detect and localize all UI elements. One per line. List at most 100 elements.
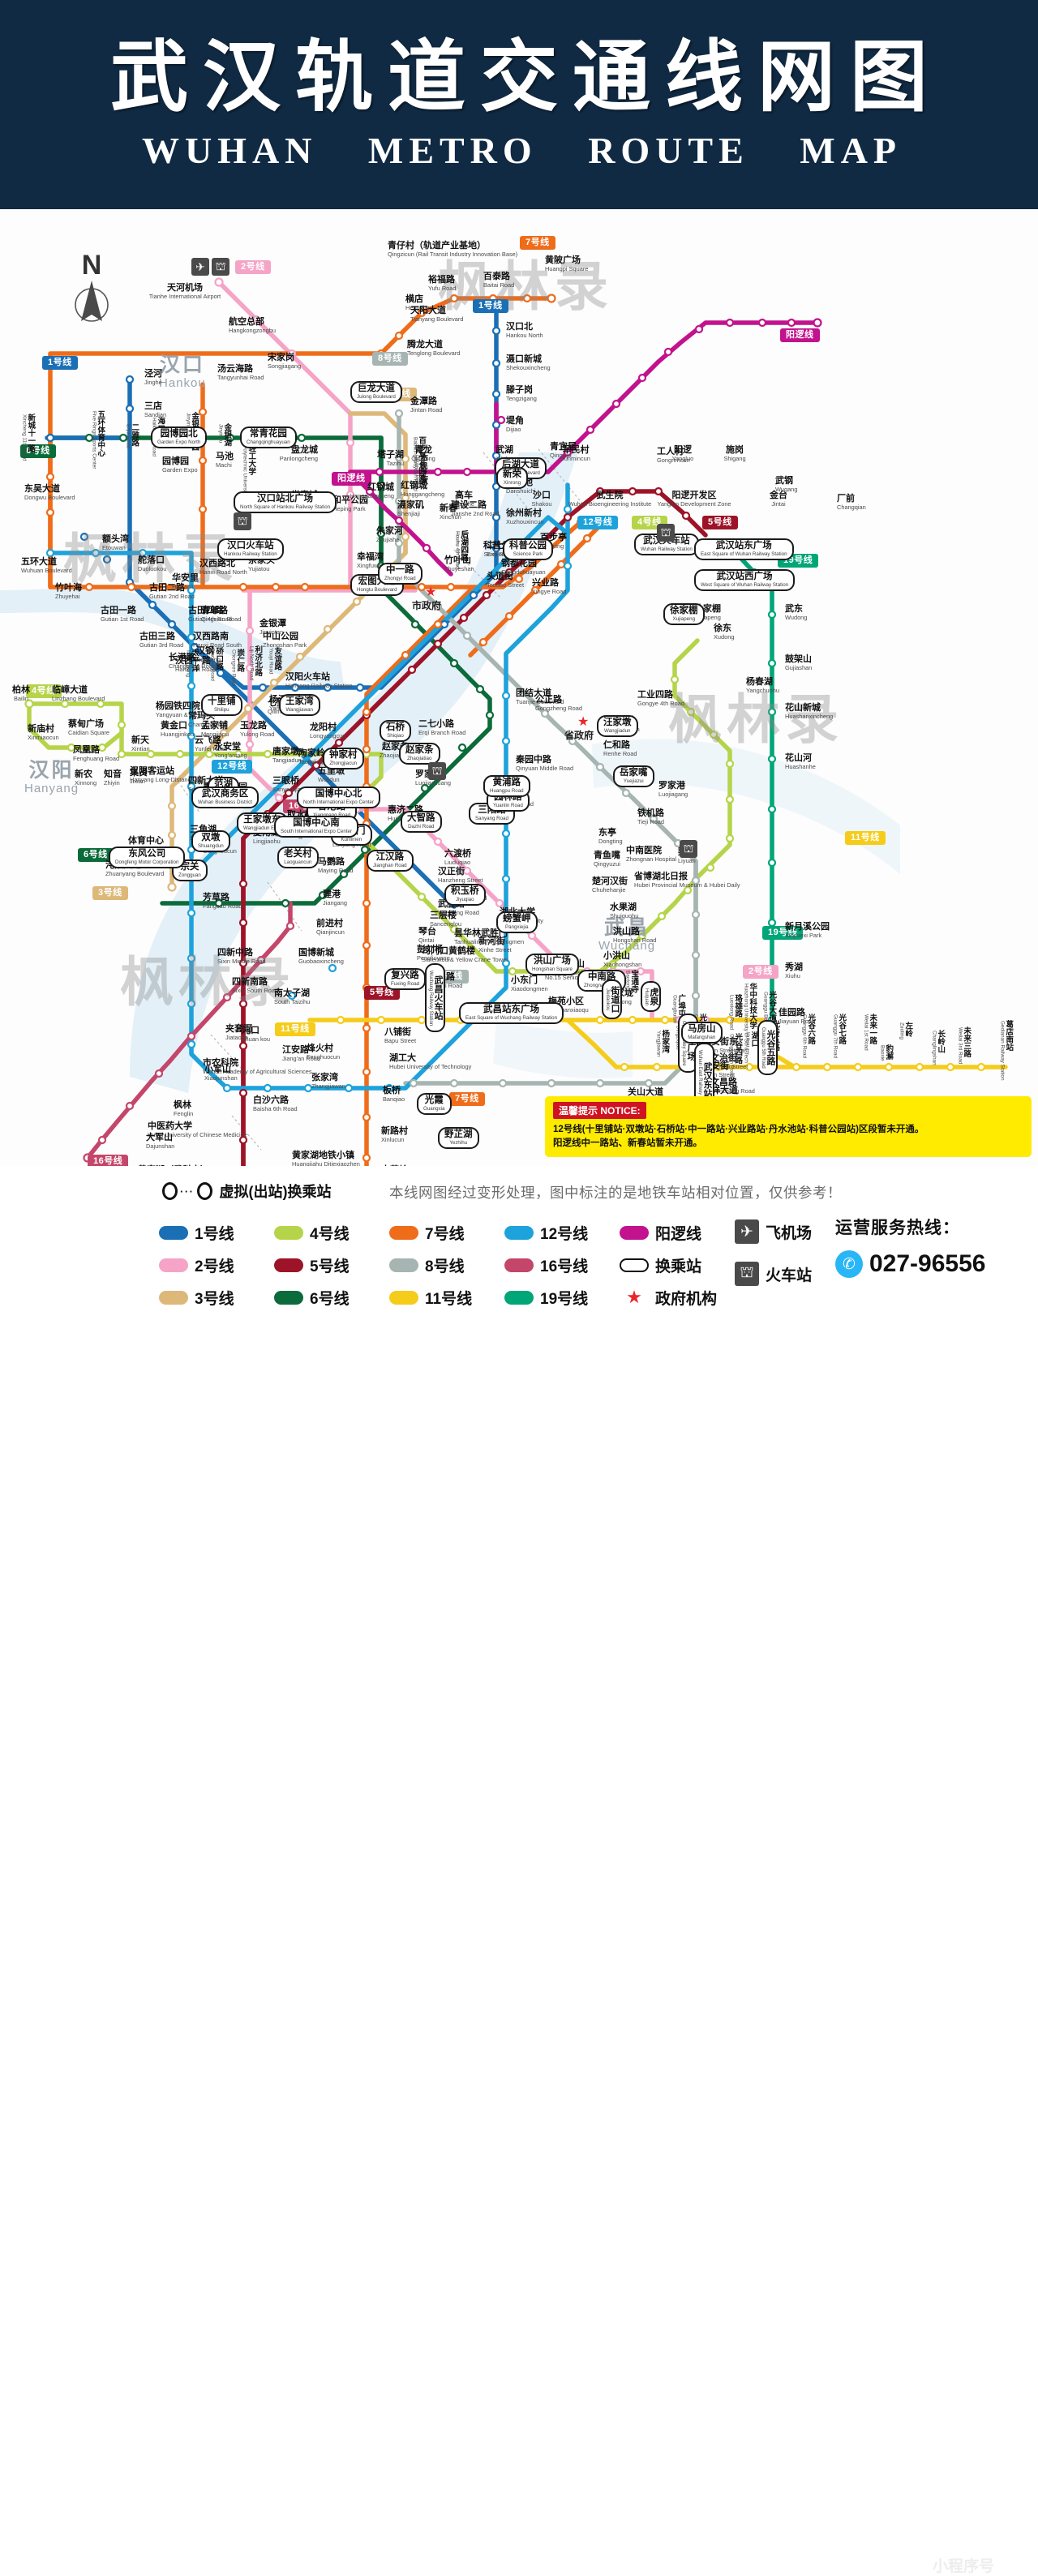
legend-item-5号线[interactable]: 5号线: [274, 1254, 389, 1276]
station-name-cn: 街道口: [610, 986, 620, 1013]
station-name-en: Dazhi Road: [408, 823, 435, 829]
station-name-en: Kunlimen: [341, 836, 362, 842]
line-badge-3[interactable]: 3号线: [92, 886, 128, 900]
legend-item-7号线[interactable]: 7号线: [389, 1222, 504, 1244]
notice-box: 温馨提示 NOTICE: 12号线(十里铺站·双墩站·石桥站·中一路站·兴业路站…: [545, 1096, 1032, 1158]
line-badge-19[interactable]: 19号线: [762, 926, 804, 940]
legend-item-16号线[interactable]: 16号线: [504, 1254, 620, 1276]
line-badge-1[interactable]: 1号线: [473, 299, 508, 313]
legend-item-4号线[interactable]: 4号线: [274, 1222, 389, 1244]
legend-label: 11号线: [425, 1290, 473, 1308]
line-badge-11[interactable]: 11号线: [275, 1022, 315, 1036]
line-badge-12[interactable]: 12号线: [212, 760, 253, 774]
station-name-en: Huangpu Road: [490, 787, 524, 794]
station-name-en: Hongshan Square: [532, 966, 573, 972]
legend-item-12号线[interactable]: 12号线: [504, 1222, 620, 1244]
line-badge-8[interactable]: 8号线: [372, 352, 408, 366]
legend-swatch: [504, 1290, 534, 1305]
compass-north-label: N: [81, 250, 102, 281]
line-badge-7[interactable]: 7号线: [449, 1092, 485, 1106]
notice-tag: 温馨提示 NOTICE:: [553, 1102, 646, 1119]
line-badge-4[interactable]: 4号线: [26, 684, 62, 698]
legend-swatch: [389, 1258, 418, 1272]
line-badge-6[interactable]: 6号线: [20, 444, 56, 458]
station-name-cn: 园林路: [494, 792, 522, 802]
line-badge-6[interactable]: 6号线: [78, 848, 114, 862]
line-badge-2[interactable]: 2号线: [235, 260, 271, 274]
hotline-number-row[interactable]: ✆ 027-96556: [835, 1250, 985, 1278]
legend-item-11号线[interactable]: 11号线: [389, 1287, 504, 1309]
station-name-en: Zhongyi Road: [384, 575, 416, 581]
legend-item-1号线[interactable]: 1号线: [159, 1222, 274, 1244]
station-name-cn: 大智路: [407, 813, 435, 823]
legend-item-19号线[interactable]: 19号线: [504, 1287, 620, 1309]
legend-label: 12号线: [540, 1225, 589, 1243]
line-badge-YL[interactable]: 阳逻线: [332, 472, 371, 486]
station-name-cn: 武昌火车站: [433, 975, 443, 1021]
legend-item-阳逻线[interactable]: 阳逻线: [620, 1222, 735, 1244]
line-badge-YL[interactable]: 阳逻线: [780, 328, 820, 342]
hotline-block: 运营服务热线： ✆ 027-96556: [835, 1215, 985, 1278]
station-name-cn: 野芷湖: [444, 1129, 473, 1139]
legend-item-换乘站[interactable]: 换乘站: [620, 1254, 735, 1276]
line-badge-11[interactable]: 11号线: [845, 831, 886, 845]
station-name-en: North International Expo Center: [303, 799, 375, 805]
legend-item-8号线[interactable]: 8号线: [389, 1254, 504, 1276]
line-badge-1[interactable]: 1号线: [42, 356, 78, 370]
station-name-cn: 江汉路: [375, 852, 405, 862]
legend-item-政府机构[interactable]: ★政府机构: [620, 1287, 735, 1309]
line-badge-5[interactable]: 5号线: [702, 516, 738, 529]
station-name-cn: 岳家嘴: [620, 768, 648, 778]
legend-item-6号线[interactable]: 6号线: [274, 1287, 389, 1309]
legend-item-2号线[interactable]: 2号线: [159, 1254, 274, 1276]
metro-map[interactable]: .rt { fill:none; stroke-width:5.5; strok…: [0, 209, 1038, 1166]
line-badge-7[interactable]: 7号线: [520, 236, 555, 250]
line-badge-16[interactable]: 16号线: [88, 1155, 129, 1166]
legend-item-3号线[interactable]: 3号线: [159, 1287, 274, 1309]
footer-watermark: 小程序号: [933, 2558, 995, 2575]
line-badge-2[interactable]: 2号线: [743, 965, 778, 979]
line-badge-12[interactable]: 12号线: [577, 516, 619, 529]
